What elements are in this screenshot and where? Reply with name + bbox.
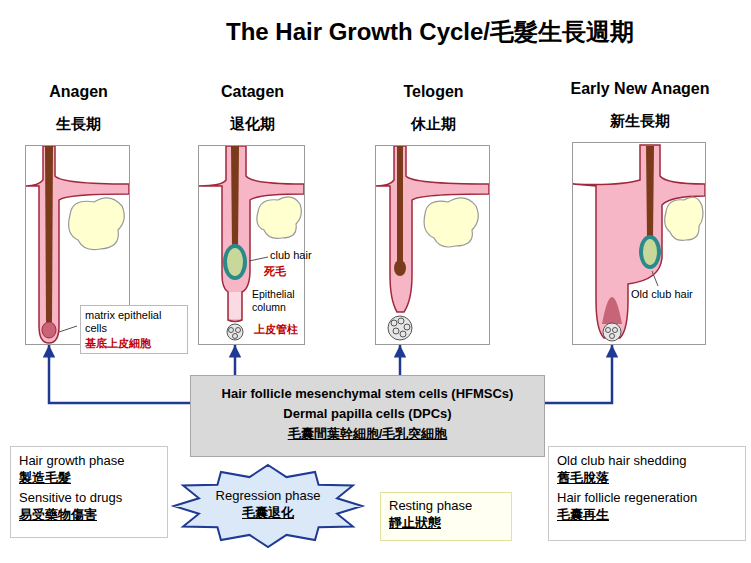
hair-shaft [231,146,239,248]
papilla-cell [233,334,238,339]
epithelial-column [229,292,241,319]
hair-shaft [45,146,53,322]
leader-line [652,271,658,286]
follicle-sheath [199,146,304,322]
hair-shaft [397,146,403,264]
node-text: Dermal papilla cells (DPCs) [197,406,538,422]
new-matrix [602,297,622,324]
title: The Hair Growth Cycle/毛髮生長週期 [150,16,710,48]
note-box: Resting phase靜止狀態 [380,492,512,541]
node-text: Resting phase [389,498,503,514]
callout-label: Old club hair [631,288,693,301]
phase-heading: Anagen [0,83,176,101]
sebaceous-gland [665,197,703,240]
node-text: 毛囊退化 [242,505,294,521]
callout-label: club hair [270,249,312,262]
papilla-cell [398,318,404,324]
node-text: Hair growth phase [19,453,159,469]
papilla-cell [613,328,618,333]
sebaceous-gland [257,197,301,239]
node-text: 毛囊再生 [557,507,737,523]
dermal-papilla [603,323,621,341]
node-text: 製造毛髮 [19,470,159,486]
papilla-cell [229,328,234,333]
node-text: Hair follicle mesenchymal stem cells (HF… [197,386,538,402]
phase-heading: 新生長期 [528,112,751,131]
club-hair [227,248,243,276]
dermal-papilla [227,324,243,340]
node-text: 毛囊間葉幹細胞/毛乳突細胞 [197,426,538,442]
new-anagen-follicle [573,145,705,341]
callout-label: Epithelial column [252,288,302,314]
node-text: 舊毛脫落 [557,470,737,486]
papilla-cell [404,324,410,330]
starburst: Regression phase毛囊退化 [168,463,368,549]
papilla-cell [606,328,611,333]
node-text: Regression phase [216,488,321,504]
node-text: 易受藥物傷害 [19,507,159,523]
follicle-sheath [376,146,489,312]
papilla-cell [236,328,241,333]
phase-panel: Early New Anagen新生長期 [572,142,706,345]
phase-panel: Telogen休止期 [375,145,490,345]
node-text: Sensitive to drugs [19,490,159,506]
club-root [394,260,406,276]
sebaceous-gland [424,198,478,247]
follicle-sheath [573,145,705,338]
connector-arrow [545,345,612,403]
node-text: Hair follicle regeneration [557,490,737,506]
stem-cell-box: Hair follicle mesenchymal stem cells (HF… [190,375,545,457]
club-hair [643,239,657,265]
note-box: Old club hair shedding舊毛脫落 Hair follicle … [548,446,746,541]
phase-heading: Telogen [331,83,536,101]
callout-label: 上皮管柱 [254,323,298,336]
club-hair-ring [639,235,661,269]
node-text: Old club hair shedding [557,453,737,469]
phase-heading: 生長期 [0,115,176,134]
phase-panel: Catagen退化期 [198,145,305,345]
node-text: 基底上皮細胞 [85,337,183,350]
telogen-follicle [376,146,489,340]
papilla-cell [610,334,615,339]
connector-arrow [234,345,237,375]
sebaceous-gland [69,198,125,250]
phase-heading: 休止期 [331,115,536,134]
hair-bulb [42,322,56,338]
leader-line [249,257,268,261]
node-text: 靜止狀態 [389,515,503,531]
callout-label: 死毛 [264,265,286,278]
callout-box: matrix epithelial cells 基底上皮細胞 [80,305,188,354]
phase-heading: Catagen [154,83,351,101]
papilla-cell [391,320,397,326]
node-text: matrix epithelial cells [85,309,183,335]
papilla-cell [400,331,406,337]
starburst-shape [174,465,362,547]
phase-heading: 退化期 [154,115,351,134]
catagen-follicle [199,146,304,340]
phase-heading: Early New Anagen [528,80,751,98]
leader-line [59,326,77,332]
hair-shaft [646,146,654,238]
note-box: Hair growth phase製造毛髮 Sensitive to drugs易… [10,446,168,538]
club-hair-ring [223,244,247,280]
dermal-papilla [388,316,412,340]
papilla-cell [393,328,399,334]
connector-arrow [399,345,402,375]
